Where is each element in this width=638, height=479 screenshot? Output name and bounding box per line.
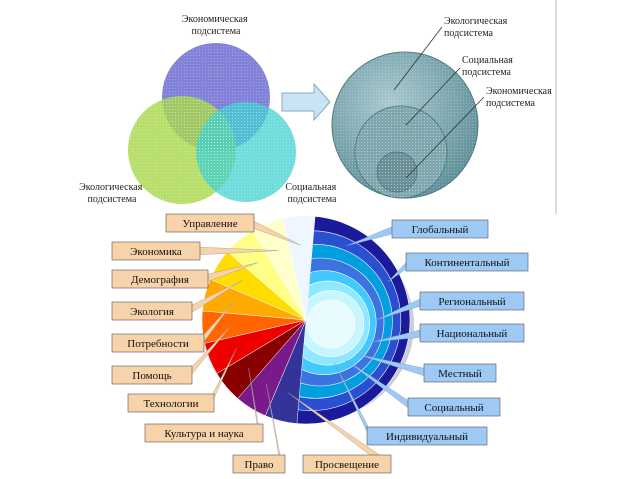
level-label-text: Социальный bbox=[424, 402, 483, 414]
sector-label-text: Помощь bbox=[132, 370, 171, 382]
sector-label-3: Экология bbox=[111, 280, 243, 321]
sector-label-2: Демография bbox=[111, 262, 258, 289]
venn-label-social: Социальная подсистема bbox=[285, 182, 338, 205]
nested-subsystems: Экологическая подсистема Социальная подс… bbox=[331, 0, 557, 214]
sphere-label-social: Социальная подсистема bbox=[462, 55, 515, 78]
sphere-label-economic: Экономическая подсистема bbox=[486, 86, 554, 109]
level-label-5: Социальный bbox=[345, 359, 501, 417]
level-label-1: Континентальный bbox=[387, 252, 529, 283]
level-label-text: Местный bbox=[438, 368, 482, 380]
level-label-text: Индивидуальный bbox=[386, 431, 468, 443]
level-label-0: Глобальный bbox=[345, 219, 489, 247]
sector-label-text: Технологии bbox=[143, 398, 198, 410]
sector-label-text: Управление bbox=[182, 218, 237, 230]
sector-label-6: Технологии bbox=[127, 347, 237, 413]
sector-label-8: Право bbox=[232, 383, 286, 474]
venn-label-ecological: Экологическая подсистема bbox=[79, 182, 145, 205]
level-label-text: Национальный bbox=[437, 328, 508, 340]
sector-label-text: Демография bbox=[131, 274, 189, 286]
sector-label-1: Экономика bbox=[111, 241, 278, 261]
sphere-label-ecological: Экологическая подсистема bbox=[444, 16, 510, 39]
venn-label-economic: Экономическая подсистема bbox=[182, 14, 250, 37]
sector-9 bbox=[265, 319, 307, 424]
sector-label-text: Экология bbox=[130, 306, 174, 318]
sector-label-0: Управление bbox=[165, 213, 301, 246]
sector-label-text: Культура и наука bbox=[164, 428, 243, 440]
level-label-3: Национальный bbox=[371, 323, 525, 343]
venn-diagram: Экономическая подсистема Экологическая п… bbox=[79, 14, 338, 205]
sector-label-7: Культура и наука bbox=[144, 368, 264, 443]
sustainability-disc: УправлениеЭкономикаДемографияЭкологияПот… bbox=[111, 213, 529, 474]
level-label-4: Местный bbox=[355, 353, 497, 383]
arrow-icon bbox=[281, 82, 331, 122]
ring-core bbox=[306, 299, 356, 349]
level-label-text: Глобальный bbox=[412, 224, 469, 236]
level-label-text: Континентальный bbox=[424, 257, 509, 269]
level-label-6: Индивидуальный bbox=[333, 361, 488, 446]
level-label-text: Региональный bbox=[438, 296, 505, 308]
sector-label-text: Право bbox=[245, 459, 274, 471]
sector-label-4: Потребности bbox=[111, 301, 234, 353]
level-label-2: Региональный bbox=[375, 291, 525, 321]
sector-label-5: Помощь bbox=[111, 325, 232, 385]
sector-label-text: Потребности bbox=[127, 338, 189, 350]
sector-label-text: Просвещение bbox=[315, 459, 379, 471]
sector-label-9: Просвещение bbox=[287, 392, 392, 474]
sector-label-text: Экономика bbox=[130, 246, 182, 258]
